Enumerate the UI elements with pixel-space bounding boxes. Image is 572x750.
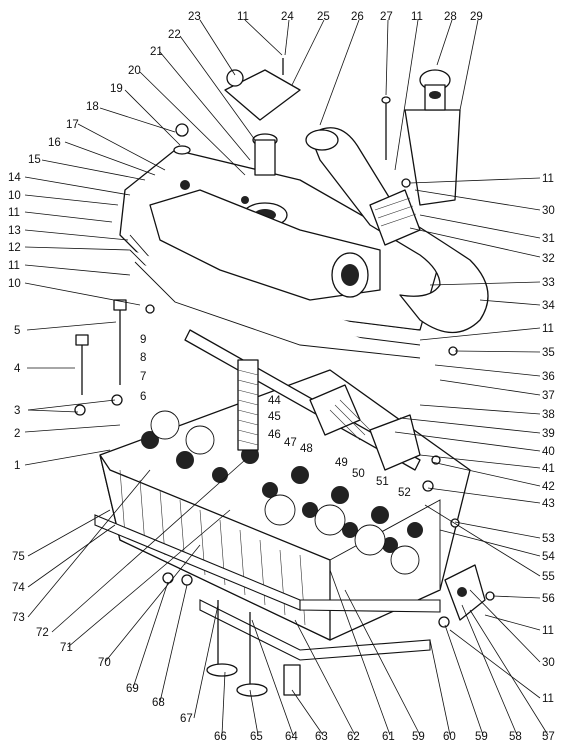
callout-25: 25: [317, 11, 330, 23]
callout-10a: 10: [8, 190, 21, 202]
callout-23: 23: [188, 11, 201, 23]
callout-18: 18: [86, 101, 99, 113]
callout-50: 50: [352, 468, 365, 480]
callout-7: 7: [140, 371, 146, 383]
callout-33: 33: [542, 277, 555, 289]
callout-64: 64: [285, 731, 298, 743]
callout-53: 53: [542, 533, 555, 545]
callout-59b: 59: [475, 731, 488, 743]
callout-40: 40: [542, 446, 555, 458]
callout-2: 2: [14, 428, 20, 440]
callout-11c: 11: [8, 260, 20, 272]
callout-60: 60: [443, 731, 456, 743]
callout-59a: 59: [412, 731, 425, 743]
callout-26: 26: [351, 11, 364, 23]
callout-34: 34: [542, 300, 555, 312]
callout-8: 8: [140, 352, 146, 364]
callout-66: 66: [214, 731, 227, 743]
callout-54: 54: [542, 551, 555, 563]
callout-9: 9: [140, 334, 146, 346]
callout-63: 63: [315, 731, 328, 743]
callout-19: 19: [110, 83, 123, 95]
filler-cap: [224, 69, 301, 176]
callout-52: 52: [398, 487, 411, 499]
callout-22: 22: [168, 29, 181, 41]
callout-numbers: 1 2 3 4 5 10 11 12 13 11 10 14 15 16 17 …: [8, 11, 555, 743]
callout-35: 35: [542, 347, 555, 359]
callout-72: 72: [36, 627, 49, 639]
callout-11h: 11: [542, 693, 554, 705]
callout-29: 29: [470, 11, 483, 23]
callout-47: 47: [284, 437, 297, 449]
callout-3: 3: [14, 405, 20, 417]
callout-51: 51: [376, 476, 389, 488]
callout-70: 70: [98, 657, 111, 669]
callout-15: 15: [28, 154, 41, 166]
callout-69: 69: [126, 683, 139, 695]
water-flange: [438, 564, 486, 628]
callout-75: 75: [12, 551, 25, 563]
callout-6: 6: [140, 391, 146, 403]
callout-11g: 11: [542, 625, 554, 637]
callout-61: 61: [382, 731, 395, 743]
callout-73: 73: [12, 612, 25, 624]
callout-42: 42: [542, 481, 555, 493]
callout-46: 46: [268, 429, 281, 441]
callout-41: 41: [542, 463, 555, 475]
valves: [206, 600, 301, 697]
callout-57: 57: [542, 731, 555, 743]
callout-4: 4: [14, 363, 21, 375]
callout-11e: 11: [542, 173, 554, 185]
callout-39: 39: [542, 428, 555, 440]
callout-17: 17: [66, 119, 79, 131]
callout-13: 13: [8, 225, 21, 237]
callout-14: 14: [8, 172, 21, 184]
callout-24: 24: [281, 11, 294, 23]
callout-1: 1: [14, 460, 20, 472]
callout-30a: 30: [542, 205, 555, 217]
callout-44: 44: [268, 395, 281, 407]
callout-67: 67: [180, 713, 193, 725]
callout-62: 62: [347, 731, 360, 743]
intake-pipe: [305, 127, 489, 333]
callout-71: 71: [60, 642, 73, 654]
callout-12: 12: [8, 242, 21, 254]
callout-31: 31: [542, 233, 555, 245]
valve-spring: [237, 359, 259, 451]
callout-27: 27: [380, 11, 393, 23]
callout-11a: 11: [237, 11, 249, 23]
callout-20: 20: [128, 65, 141, 77]
leader-lines: [24, 19, 549, 736]
callout-43: 43: [542, 498, 555, 510]
head-gasket: [94, 514, 441, 661]
washers-nuts: [74, 123, 495, 601]
callout-30b: 30: [542, 657, 555, 669]
callout-37: 37: [542, 390, 555, 402]
long-bolts: [75, 58, 391, 395]
callout-32: 32: [542, 253, 555, 265]
thermostat-housing: [404, 69, 461, 206]
callout-11b: 11: [8, 207, 20, 219]
callout-56: 56: [542, 593, 555, 605]
callout-38: 38: [542, 409, 555, 421]
callout-68: 68: [152, 697, 165, 709]
callout-74: 74: [12, 582, 25, 594]
callout-28: 28: [444, 11, 457, 23]
callout-21: 21: [150, 46, 163, 58]
callout-45: 45: [268, 411, 281, 423]
callout-65: 65: [250, 731, 263, 743]
callout-36: 36: [542, 371, 555, 383]
callout-11d: 11: [411, 11, 423, 23]
intake-manifold: [149, 189, 381, 301]
callout-49: 49: [335, 457, 348, 469]
callout-11f: 11: [542, 323, 554, 335]
callout-10b: 10: [8, 278, 21, 290]
callout-58: 58: [509, 731, 522, 743]
callout-55: 55: [542, 571, 555, 583]
callout-5: 5: [14, 325, 20, 337]
callout-48: 48: [300, 443, 313, 455]
callout-16: 16: [48, 137, 61, 149]
